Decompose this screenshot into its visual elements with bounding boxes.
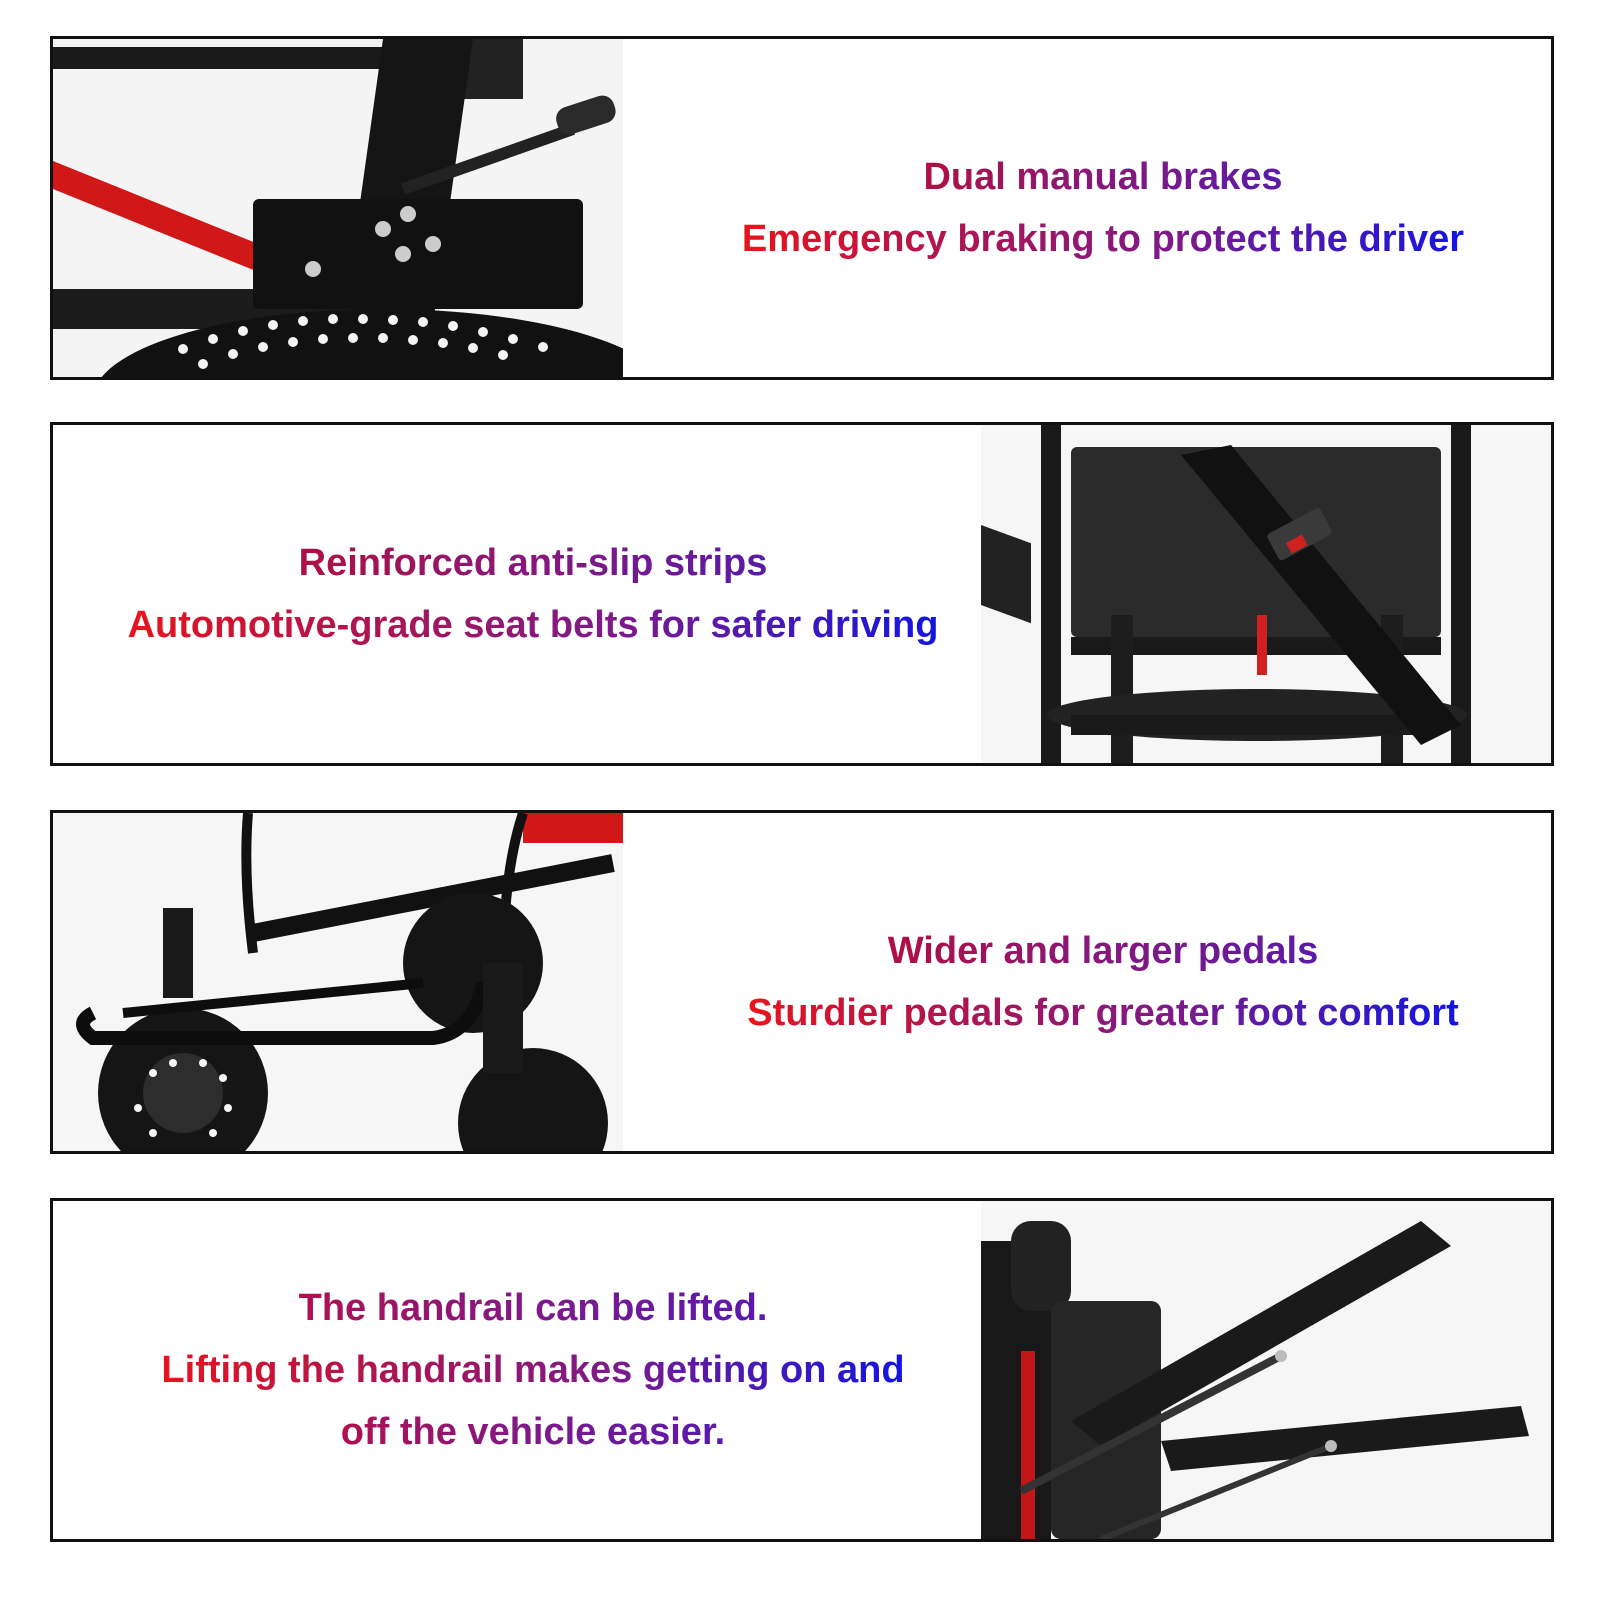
feature-heading: Wider and larger pedals — [888, 920, 1318, 982]
feature-heading: The handrail can be lifted. — [299, 1277, 768, 1339]
feature-panel-armrest: The handrail can be lifted. Lifting the … — [50, 1198, 1554, 1542]
feature-heading: Dual manual brakes — [923, 146, 1282, 208]
feature-heading: Reinforced anti-slip strips — [299, 532, 768, 594]
feature-text-armrest: The handrail can be lifted. Lifting the … — [53, 1201, 1013, 1539]
brake-lever-photo — [53, 39, 623, 377]
feature-panel-pedals: Wider and larger pedals Sturdier pedals … — [50, 810, 1554, 1154]
feature-description: Emergency braking to protect the driver — [742, 208, 1464, 270]
feature-description: Sturdier pedals for greater foot comfort — [747, 982, 1459, 1044]
feature-panel-brakes: Dual manual brakes Emergency braking to … — [50, 36, 1554, 380]
feature-text-brakes: Dual manual brakes Emergency braking to … — [653, 39, 1551, 377]
feature-description-line-2: off the vehicle easier. — [341, 1401, 725, 1463]
footrest-pedal-photo — [53, 813, 623, 1151]
feature-text-seat-belt: Reinforced anti-slip strips Automotive-g… — [53, 425, 1013, 763]
feature-text-pedals: Wider and larger pedals Sturdier pedals … — [653, 813, 1551, 1151]
feature-panel-seat-belt: Reinforced anti-slip strips Automotive-g… — [50, 422, 1554, 766]
feature-description: Automotive-grade seat belts for safer dr… — [128, 594, 939, 656]
seat-belt-photo — [981, 425, 1551, 763]
lifting-armrest-photo — [981, 1201, 1551, 1539]
feature-description-line-1: Lifting the handrail makes getting on an… — [161, 1339, 904, 1401]
